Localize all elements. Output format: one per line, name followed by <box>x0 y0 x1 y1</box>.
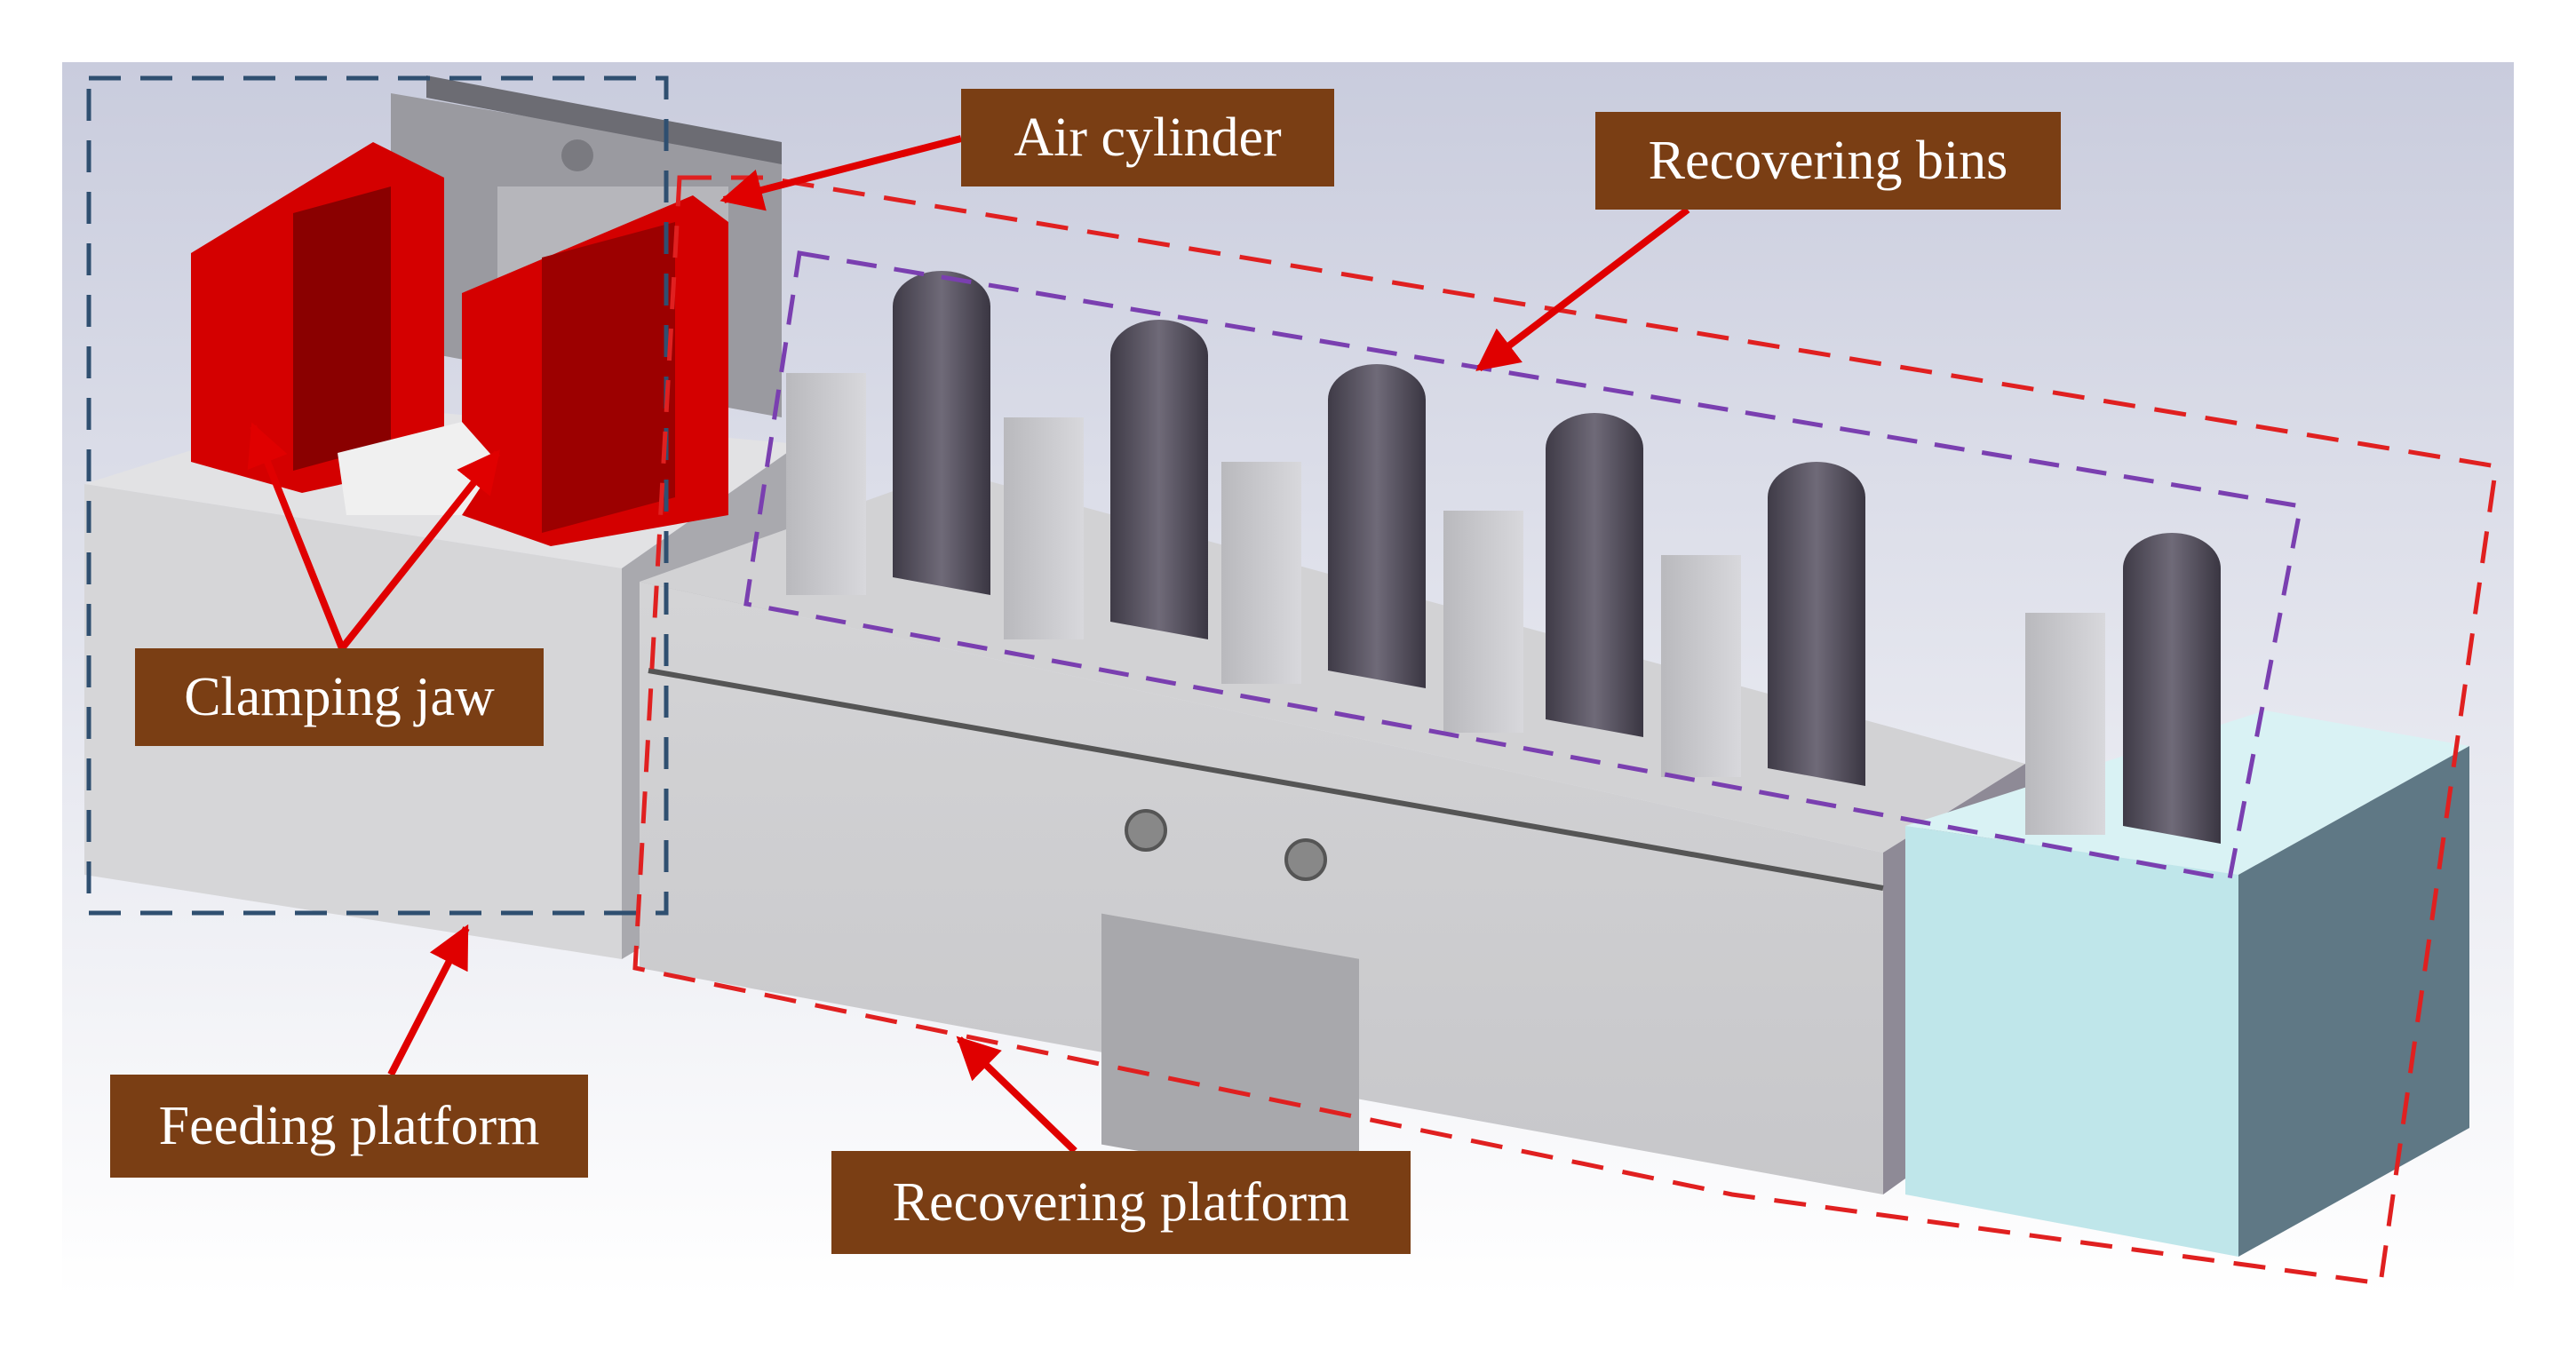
label-recovering-platform: Recovering platform <box>831 1151 1411 1254</box>
arrow-clamping-jaw-left <box>247 422 346 650</box>
bins-region-outline <box>743 250 2303 882</box>
bin-5 <box>1661 462 1865 786</box>
arrow-recovering-bins <box>1475 206 1690 372</box>
bin-2 <box>1004 320 1208 639</box>
bin-4 <box>1443 413 1643 737</box>
feeding-region-outline <box>86 75 669 916</box>
clamping-jaw-shape <box>191 142 728 546</box>
label-recovering-bins: Recovering bins <box>1595 112 2061 210</box>
label-feeding-platform: Feeding platform <box>110 1075 588 1178</box>
bin-3 <box>1221 364 1426 688</box>
bin-1 <box>786 271 990 595</box>
label-air-cylinder: Air cylinder <box>961 89 1334 186</box>
arrow-recovering-platform <box>956 1036 1077 1154</box>
bin-6 <box>2025 533 2221 844</box>
arrow-feeding-platform <box>387 924 470 1076</box>
recovering-region-outline <box>632 175 2499 1286</box>
label-clamping-jaw: Clamping jaw <box>135 648 544 746</box>
arrow-clamping-jaw-right <box>338 449 501 651</box>
recovering-bins-shape <box>786 271 2221 844</box>
annotation-arrows <box>247 135 1690 1154</box>
arrow-air-cylinder <box>720 135 963 211</box>
